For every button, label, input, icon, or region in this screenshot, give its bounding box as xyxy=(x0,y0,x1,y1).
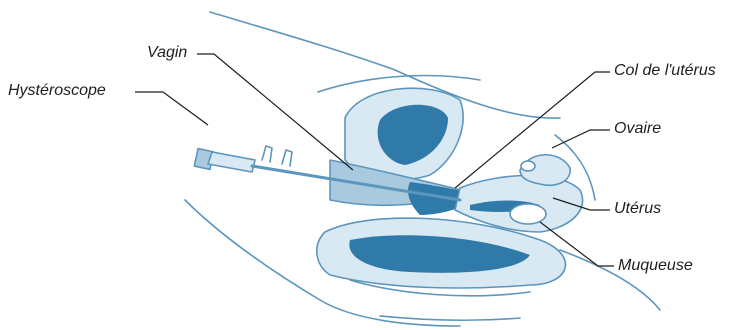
hysteroscope-body xyxy=(208,152,255,172)
ovary-spot xyxy=(521,161,535,171)
spine-contour xyxy=(380,316,520,320)
leader-vagin xyxy=(197,54,353,170)
leader-hysteroscope xyxy=(135,92,208,125)
hysteroscope-valve-2 xyxy=(282,150,292,166)
label-hysteroscope: Hystéroscope xyxy=(8,83,106,99)
hysteroscope-valve-1 xyxy=(262,146,272,162)
label-muqueuse: Muqueuse xyxy=(618,258,693,274)
label-ovaire: Ovaire xyxy=(614,121,661,137)
mucosa-ellipse xyxy=(510,204,546,224)
label-vagin: Vagin xyxy=(147,45,187,61)
label-uterus: Utérus xyxy=(614,201,661,217)
label-col-uterus: Col de l'utérus xyxy=(614,63,716,79)
